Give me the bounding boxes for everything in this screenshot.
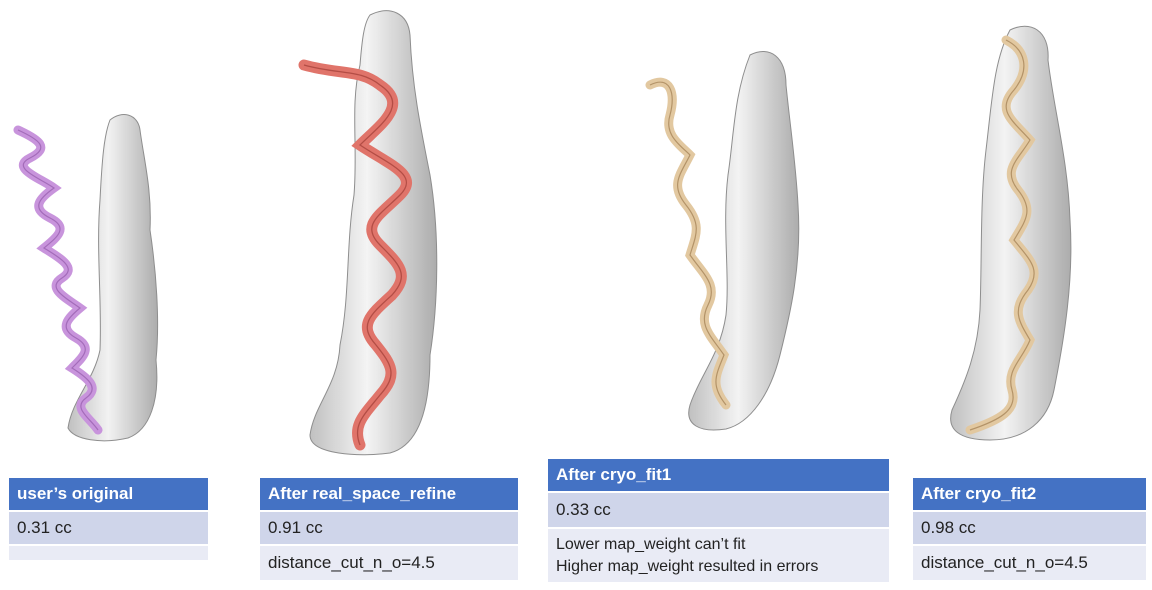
cc-value: 0.91 cc: [260, 512, 518, 546]
structure-image-cryo-fit2: [950, 25, 1072, 441]
density-map: [950, 25, 1072, 441]
notes: Lower map_weight can’t fit Higher map_we…: [548, 529, 889, 584]
panel-real-space-refine-table: After real_space_refine 0.91 cc distance…: [260, 478, 518, 582]
panel-original-table: user’s original 0.31 cc: [9, 478, 208, 562]
parameter-value: distance_cut_n_o=4.5: [260, 546, 518, 582]
panel-title: After cryo_fit2: [913, 478, 1146, 512]
panel-title: After real_space_refine: [260, 478, 518, 512]
structure-image-original: [13, 114, 159, 442]
parameter-value: distance_cut_n_o=4.5: [913, 546, 1146, 582]
cc-value: 0.33 cc: [548, 493, 889, 529]
empty-row: [9, 546, 208, 562]
panel-cryo-fit1-table: After cryo_fit1 0.33 cc Lower map_weight…: [548, 459, 889, 584]
density-map: [67, 114, 159, 442]
structure-image-cryo-fit1: [645, 51, 800, 431]
panel-cryo-fit2-table: After cryo_fit2 0.98 cc distance_cut_n_o…: [913, 478, 1146, 582]
panel-title: user’s original: [9, 478, 208, 512]
note-line: Lower map_weight can’t fit: [556, 535, 746, 553]
panel-title: After cryo_fit1: [548, 459, 889, 493]
structure-image-real-space-refine: [298, 10, 438, 456]
note-line: Higher map_weight resulted in errors: [556, 557, 819, 575]
cc-value: 0.98 cc: [913, 512, 1146, 546]
density-map: [688, 51, 800, 431]
cc-value: 0.31 cc: [9, 512, 208, 546]
